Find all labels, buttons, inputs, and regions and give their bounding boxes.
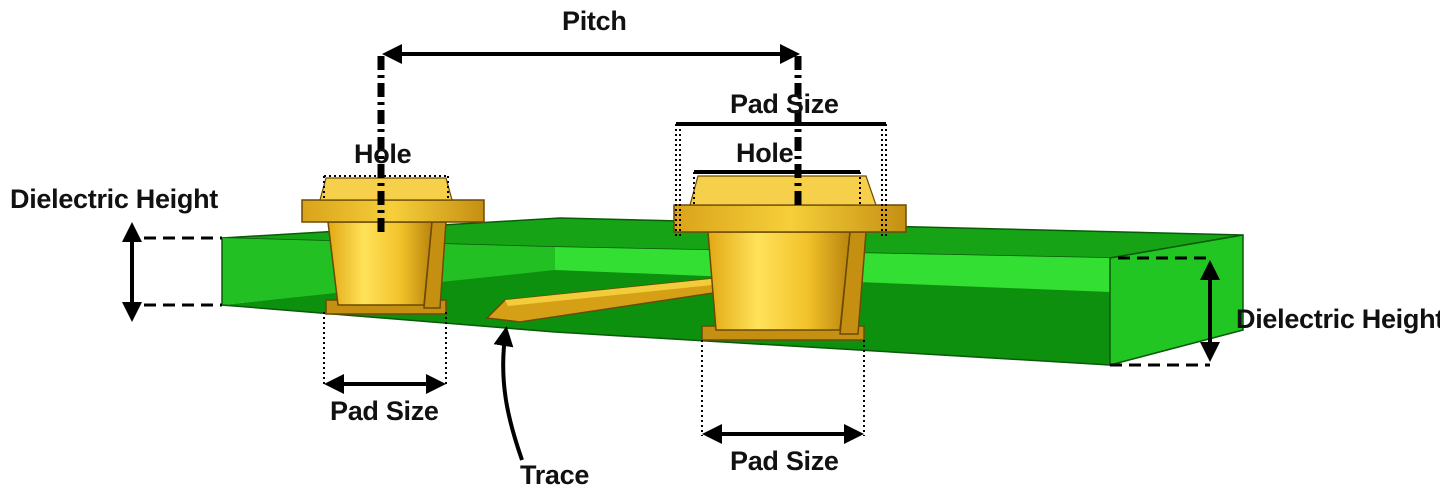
dielectric-height-left-label: Dielectric Height — [10, 184, 218, 214]
pad-size-bottom-left-label: Pad Size — [330, 396, 439, 426]
pitch-label: Pitch — [562, 6, 627, 36]
labels: Pitch Hole Pad Size Hole Dielectric Heig… — [10, 6, 1440, 490]
board-front-edge — [221, 238, 1111, 366]
via-right-top-pad — [673, 204, 907, 233]
via-left-barrel — [327, 221, 433, 306]
hole-left-label: Hole — [354, 139, 412, 169]
dielectric-height-right-label: Dielectric Height — [1236, 304, 1440, 334]
pcb-board — [221, 217, 1244, 366]
pad-size-top-right-label: Pad Size — [730, 89, 839, 119]
via-right — [673, 175, 907, 341]
via-right-barrel — [707, 231, 851, 331]
dimension-lines — [122, 44, 1220, 461]
trace-label: Trace — [520, 460, 589, 490]
board-right-face — [1109, 234, 1244, 366]
via-left-top-pad — [301, 199, 485, 223]
pad-size-bottom-right-label: Pad Size — [730, 446, 839, 476]
hole-right-label: Hole — [736, 138, 794, 168]
board-cutaway-floor — [222, 268, 1110, 365]
via-left — [301, 177, 485, 315]
